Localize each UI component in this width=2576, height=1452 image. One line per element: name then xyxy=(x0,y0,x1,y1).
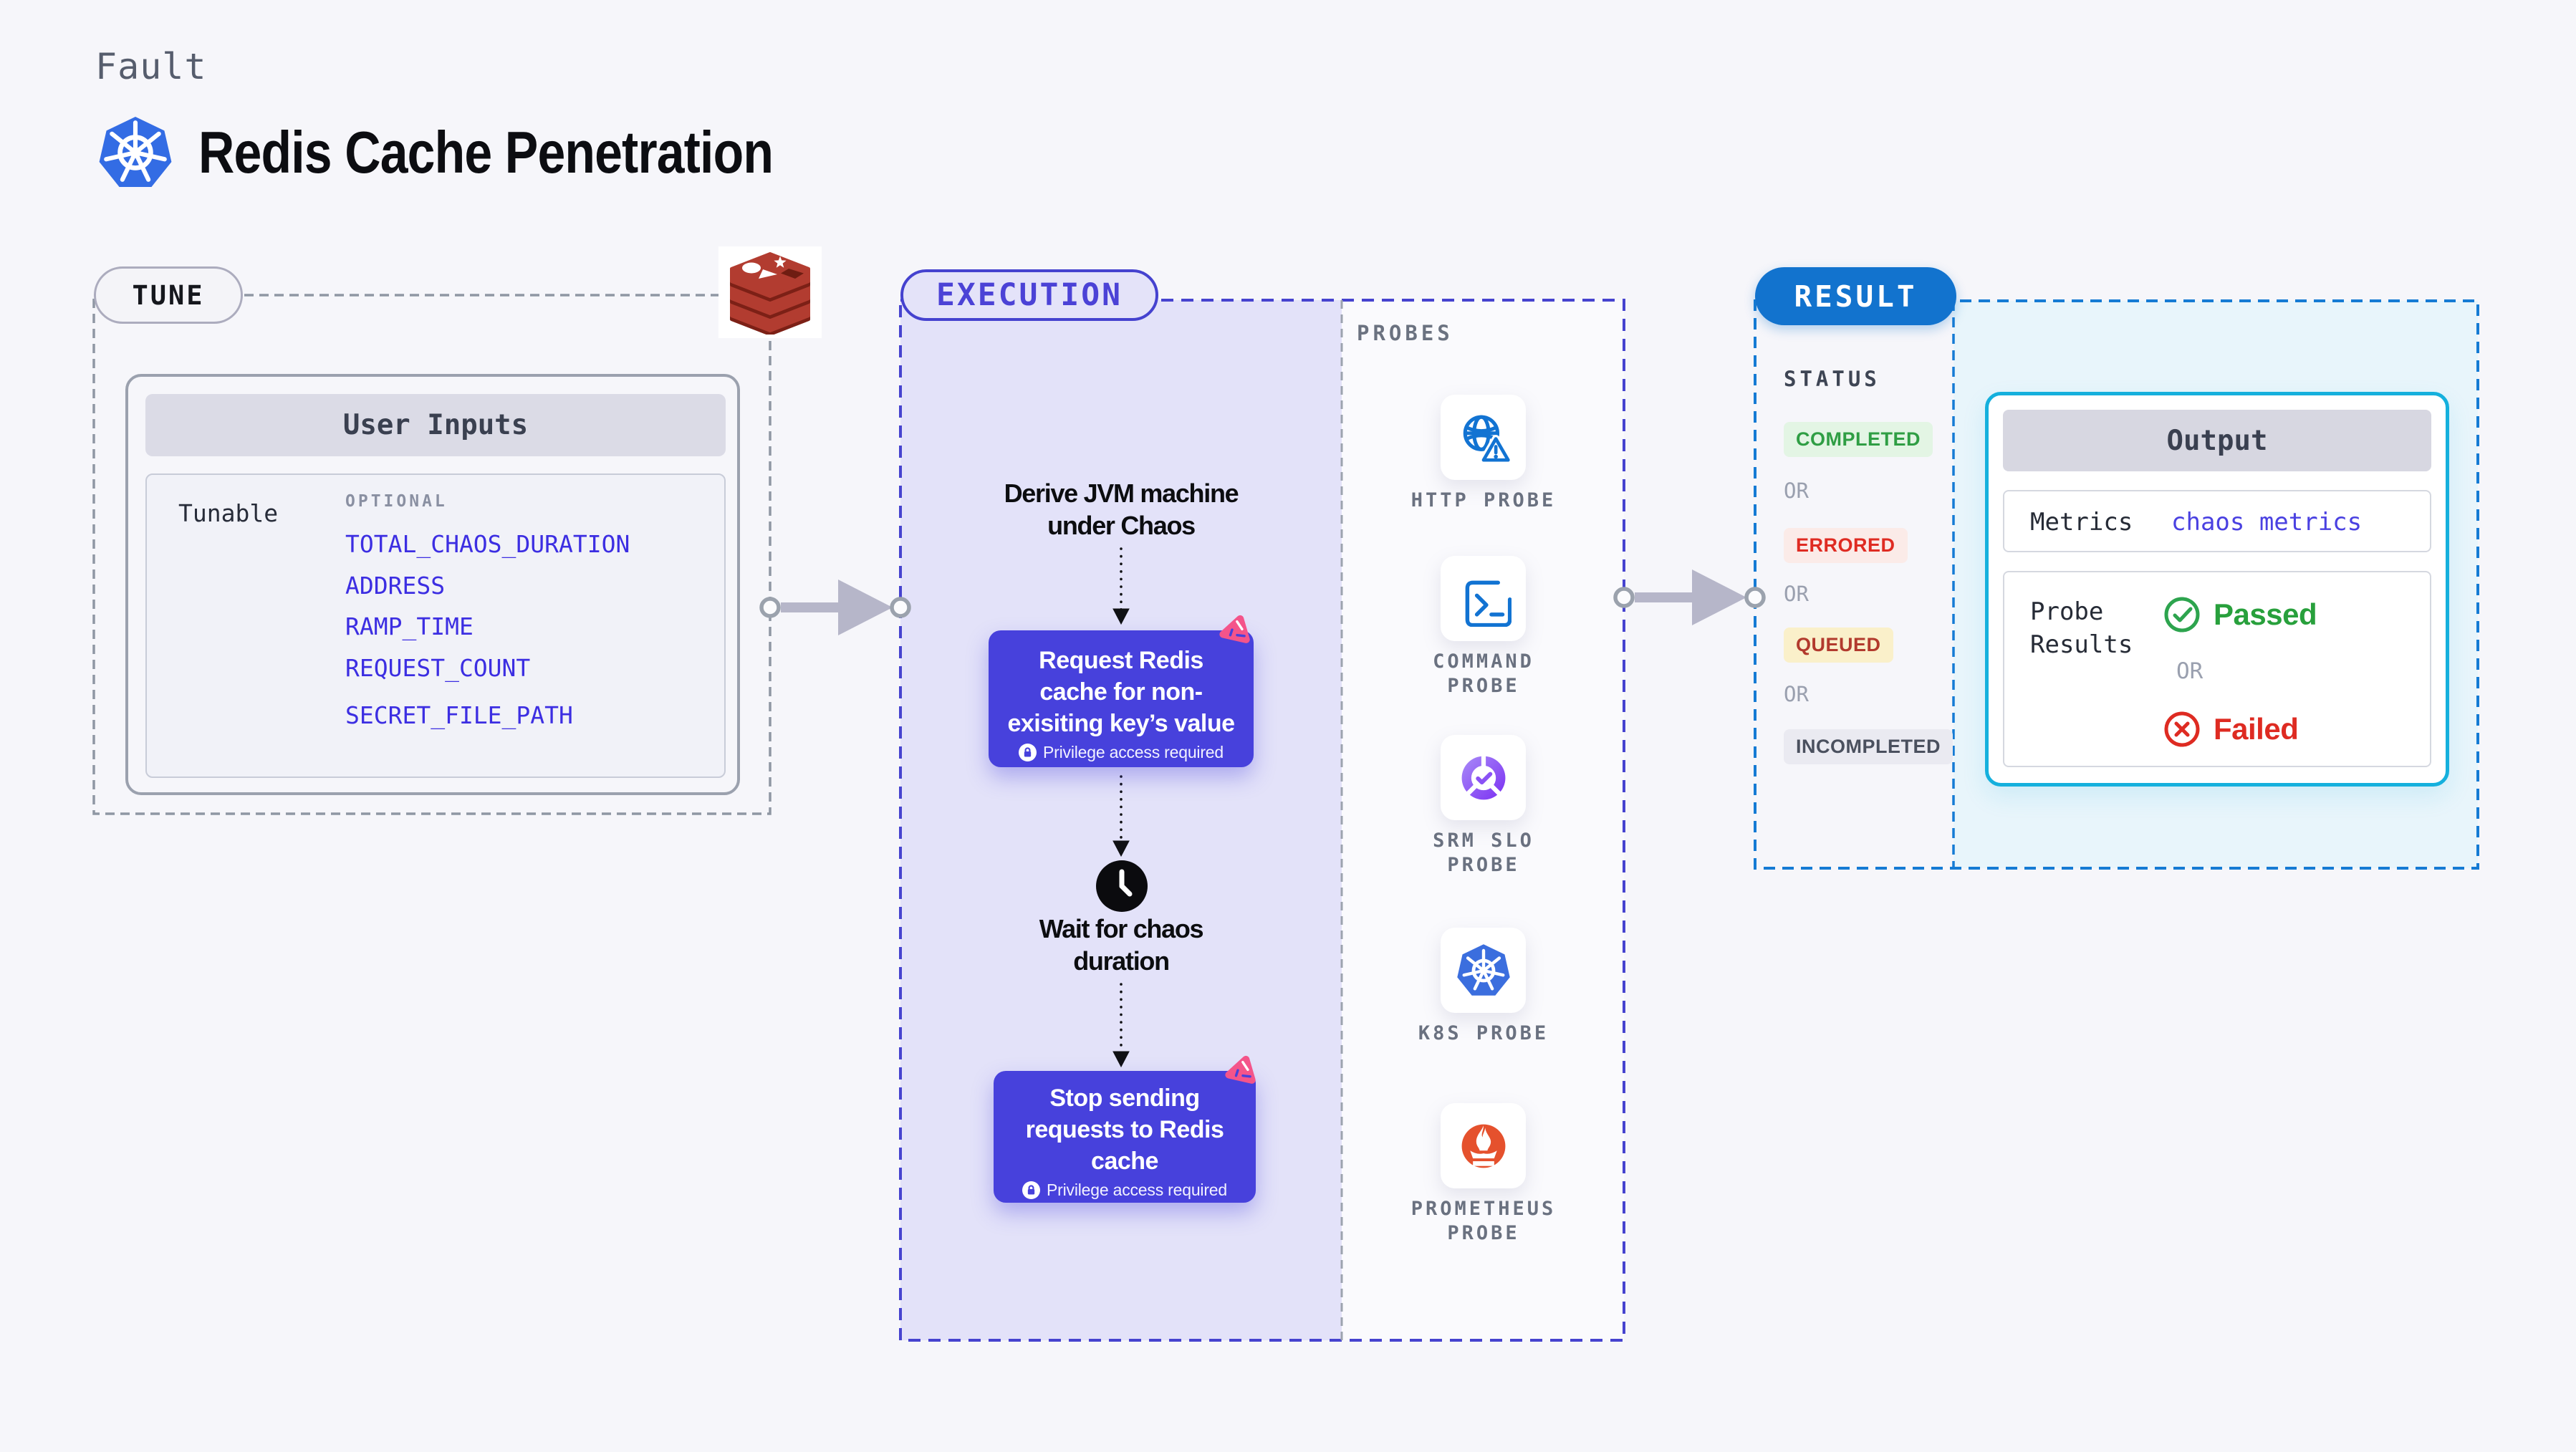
probe-results-row: Probe Results Passed OR Failed xyxy=(2003,571,2431,767)
tune-section-badge[interactable]: TUNE xyxy=(94,266,243,324)
failed-label: Failed xyxy=(2214,712,2299,746)
cross-circle-icon xyxy=(2164,711,2200,747)
metrics-row: Metrics chaos metrics xyxy=(2003,490,2431,552)
tune-dashed-border xyxy=(92,294,772,815)
privilege-note: Privilege access required xyxy=(1043,743,1224,761)
param-secret-file-path[interactable]: SECRET_FILE_PATH xyxy=(345,701,573,729)
param-request-count[interactable]: REQUEST_COUNT xyxy=(345,653,531,682)
probe-results-label: Probe Results xyxy=(2030,597,2133,659)
probe-card-k8s[interactable] xyxy=(1441,928,1526,1013)
status-badge-errored: ERRORED xyxy=(1784,528,1908,563)
redis-icon xyxy=(730,252,810,335)
arrow-tune-to-execution xyxy=(759,580,911,635)
passed-label: Passed xyxy=(2214,597,2317,631)
prometheus-icon xyxy=(1461,1124,1505,1172)
probe-label-prometheus: PROMETHEUS PROBE xyxy=(1410,1198,1557,1244)
kubernetes-icon xyxy=(1456,943,1510,996)
execution-section-badge[interactable]: EXECUTION xyxy=(900,269,1158,321)
clock-icon xyxy=(1096,860,1148,912)
action-request-redis-label: Request Redis cache for non-exisiting ke… xyxy=(1007,647,1235,737)
result-dashed-border xyxy=(1754,299,2479,870)
metrics-value[interactable]: chaos metrics xyxy=(2171,508,2363,537)
metrics-label: Metrics xyxy=(2030,508,2133,537)
user-inputs-header: User Inputs xyxy=(145,394,726,456)
chaos-corner-badge xyxy=(1225,1055,1256,1084)
probe-label-k8s: K8S PROBE xyxy=(1418,1022,1549,1044)
result-section-badge[interactable]: RESULT xyxy=(1755,267,1956,325)
redis-logo-patch xyxy=(719,246,822,338)
probe-card-http[interactable] xyxy=(1441,395,1526,480)
slo-gauge-icon xyxy=(1461,754,1505,799)
execution-dashed-border xyxy=(899,299,1625,1342)
privilege-row: Privilege access required xyxy=(1022,1181,1227,1200)
user-inputs-body: Tunable OPTIONAL TOTAL_CHAOS_DURATION AD… xyxy=(145,473,726,778)
check-circle-icon xyxy=(2164,597,2200,633)
failed-result-row: Failed xyxy=(2163,711,2299,748)
param-ramp-time[interactable]: RAMP_TIME xyxy=(345,612,474,640)
param-total-chaos-duration[interactable]: TOTAL_CHAOS_DURATION xyxy=(345,530,630,558)
step-derive-label: Derive JVM machine under Chaos xyxy=(1004,479,1239,540)
tunable-params-list: TOTAL_CHAOS_DURATION ADDRESS RAMP_TIME R… xyxy=(345,524,630,736)
arrow-execution-to-result xyxy=(1613,569,1766,625)
status-badge-completed: COMPLETED xyxy=(1784,422,1933,457)
probe-label-http: HTTP PROBE xyxy=(1410,489,1557,511)
lock-icon xyxy=(1022,1181,1041,1199)
probes-section-title: PROBES xyxy=(1357,321,1453,345)
optional-column-label: OPTIONAL xyxy=(345,492,448,511)
output-card-header: Output xyxy=(2003,410,2431,471)
kubernetes-icon xyxy=(99,117,172,187)
step-wait-label: Wait for chaos duration xyxy=(1039,914,1204,976)
page-title-row: Redis Cache Penetration xyxy=(98,115,883,191)
probe-card-prometheus[interactable] xyxy=(1441,1103,1526,1188)
fault-kind-label: Fault xyxy=(95,46,207,87)
or-separator: OR xyxy=(2176,658,2203,684)
privilege-note: Privilege access required xyxy=(1047,1181,1227,1199)
param-address[interactable]: ADDRESS xyxy=(345,571,446,600)
or-separator: OR xyxy=(1784,682,1809,706)
terminal-icon xyxy=(1465,580,1512,627)
probe-card-srm-slo[interactable] xyxy=(1441,735,1526,820)
status-badge-incompleted: INCOMPLETED xyxy=(1784,729,1953,764)
action-stop-requests-box[interactable]: Stop sending requests to Redis cache Pri… xyxy=(994,1071,1256,1203)
user-inputs-card: User Inputs Tunable OPTIONAL TOTAL_CHAOS… xyxy=(125,374,740,795)
status-column-title: STATUS xyxy=(1784,367,1880,391)
action-request-redis-box[interactable]: Request Redis cache for non-exisiting ke… xyxy=(989,630,1254,767)
probe-label-srm-slo: SRM SLO PROBE xyxy=(1433,830,1534,876)
probe-card-command[interactable] xyxy=(1441,556,1526,641)
privilege-row: Privilege access required xyxy=(1019,743,1224,762)
flow-arrow-action1-to-wait xyxy=(1112,775,1130,857)
tunable-row-label: Tunable xyxy=(178,499,279,527)
passed-result-row: Passed xyxy=(2163,596,2317,633)
lock-icon xyxy=(1019,744,1037,761)
page-title: Redis Cache Penetration xyxy=(198,119,774,186)
or-separator: OR xyxy=(1784,582,1809,606)
output-card: Output Metrics chaos metrics Probe Resul… xyxy=(1985,392,2449,787)
flow-arrow-wait-to-action2 xyxy=(1112,983,1130,1068)
chaos-corner-badge xyxy=(1219,615,1250,643)
flow-arrow-derive-to-action1 xyxy=(1112,547,1130,625)
probe-label-command: COMMAND PROBE xyxy=(1433,650,1534,697)
globe-warning-icon xyxy=(1463,415,1512,464)
action-stop-requests-label: Stop sending requests to Redis cache xyxy=(1025,1085,1224,1175)
status-badge-queued: QUEUED xyxy=(1784,628,1893,663)
or-separator: OR xyxy=(1784,479,1809,503)
